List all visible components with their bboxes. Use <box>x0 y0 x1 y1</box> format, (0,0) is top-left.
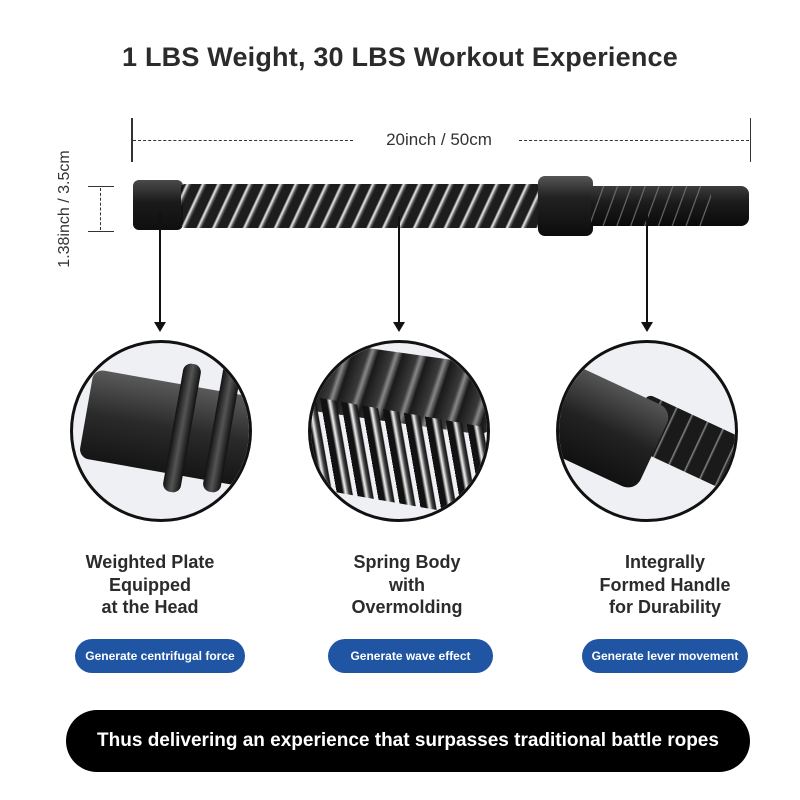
diameter-tick-bottom <box>88 231 114 232</box>
length-dash-right <box>519 140 749 141</box>
diameter-dash <box>100 188 101 230</box>
feature-title-line: for Durability <box>608 597 721 617</box>
diameter-tick-top <box>88 186 114 187</box>
feature-title-line: Weighted Plate <box>85 552 215 572</box>
weighted-head-closeup-icon <box>70 340 252 522</box>
diameter-label: 1.38inch / 3.5cm <box>56 150 73 268</box>
feature-title-line: Equipped <box>109 574 191 595</box>
feature-title-line: Formed Handle <box>599 574 731 595</box>
length-dimension: 20inch / 50cm <box>131 118 751 162</box>
summary-banner: Thus delivering an experience that surpa… <box>66 710 750 772</box>
handle-closeup-icon <box>556 340 738 522</box>
pointer-line-head <box>159 212 161 322</box>
pointer-line-spring <box>398 216 400 322</box>
spring-body-closeup-icon <box>308 340 490 522</box>
arrow-down-icon <box>393 322 405 332</box>
length-tick-left <box>131 118 133 162</box>
feature-title-line: at the Head <box>101 597 199 617</box>
spring-body <box>181 184 541 228</box>
handle-collar <box>538 176 593 236</box>
length-dash-left <box>133 140 353 141</box>
handle-grip <box>591 186 749 226</box>
arrow-down-icon <box>154 322 166 332</box>
feature-title-head: Weighted Plate Equipped at the Head <box>40 551 260 619</box>
feature-title-handle: Integrally Formed Handle for Durability <box>555 551 775 619</box>
page-title: 1 LBS Weight, 30 LBS Workout Experience <box>122 42 678 72</box>
length-tick-right <box>749 118 751 162</box>
pointer-line-handle <box>646 212 648 322</box>
grip-ridges <box>591 186 711 226</box>
feature-title-line: Spring Body <box>353 552 461 572</box>
arrow-down-icon <box>641 322 653 332</box>
lever-movement-badge: Generate lever movement <box>582 639 748 673</box>
spring-rope-product-image <box>133 176 750 238</box>
diameter-dimension <box>88 186 114 232</box>
length-label: 20inch / 50cm <box>386 130 492 149</box>
feature-title-line: with <box>389 574 425 595</box>
wave-effect-badge: Generate wave effect <box>328 639 493 673</box>
centrifugal-force-badge: Generate centrifugal force <box>75 639 245 673</box>
weighted-head <box>133 180 183 230</box>
feature-title-line: Integrally <box>624 552 706 572</box>
handle-cap <box>559 363 673 493</box>
feature-title-line: Overmolding <box>351 597 463 617</box>
feature-title-spring: Spring Body with Overmolding <box>297 551 517 619</box>
